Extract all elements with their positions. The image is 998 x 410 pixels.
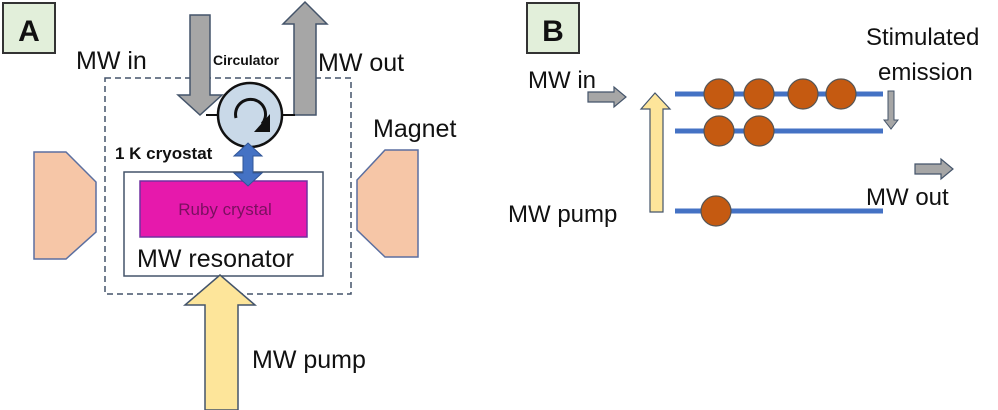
panel-b-label: B <box>542 15 564 48</box>
mw-in-arrow-icon <box>176 14 224 117</box>
panel-b-label-box <box>526 2 580 54</box>
panel-a-label-box <box>2 2 56 54</box>
population-particle <box>825 78 857 110</box>
mw-out-label: MW out <box>318 49 404 77</box>
mw-in-arrow-icon-b <box>587 85 627 109</box>
stimulated-label: Stimulated <box>866 24 979 51</box>
mw-out-arrow-icon-b <box>914 157 954 181</box>
population-particle <box>700 195 732 227</box>
magnet-label: Magnet <box>373 115 456 143</box>
mw-resonator-label: MW resonator <box>137 245 294 273</box>
ruby-crystal <box>139 180 308 238</box>
energy-levels <box>675 78 883 227</box>
mw-pump-arrow-icon-b <box>639 92 672 213</box>
population-particle <box>743 115 775 147</box>
ruby-crystal-label: Ruby crystal <box>178 200 272 219</box>
coupling-double-arrow-icon <box>232 142 264 187</box>
stimulated-emission-arrow-icon <box>882 90 900 130</box>
circulator-label: Circulator <box>213 52 280 68</box>
cryostat-label: 1 K cryostat <box>115 144 213 163</box>
mw-in-label: MW in <box>76 47 147 75</box>
panel-a-label: A <box>18 15 40 48</box>
population-particle <box>743 78 775 110</box>
mw-out-arrow-icon <box>281 0 329 116</box>
emission-label: emission <box>878 59 973 86</box>
mw-pump-label-b: MW pump <box>508 201 617 228</box>
population-particle <box>703 78 735 110</box>
mw-pump-arrow-icon <box>182 274 258 410</box>
population-particle <box>787 78 819 110</box>
mw-out-label-b: MW out <box>866 184 949 211</box>
mw-pump-label: MW pump <box>252 346 366 374</box>
panel-a: A Circulator MW in MW out Magnet 1 K cry… <box>2 0 456 410</box>
population-particle <box>703 115 735 147</box>
circulator-icon <box>206 81 295 149</box>
magnet-right <box>356 149 419 258</box>
magnet-left <box>33 151 97 260</box>
mw-in-label-b: MW in <box>528 67 596 94</box>
panel-b: B Stimulated emission MW in MW pump MW o… <box>508 2 979 228</box>
